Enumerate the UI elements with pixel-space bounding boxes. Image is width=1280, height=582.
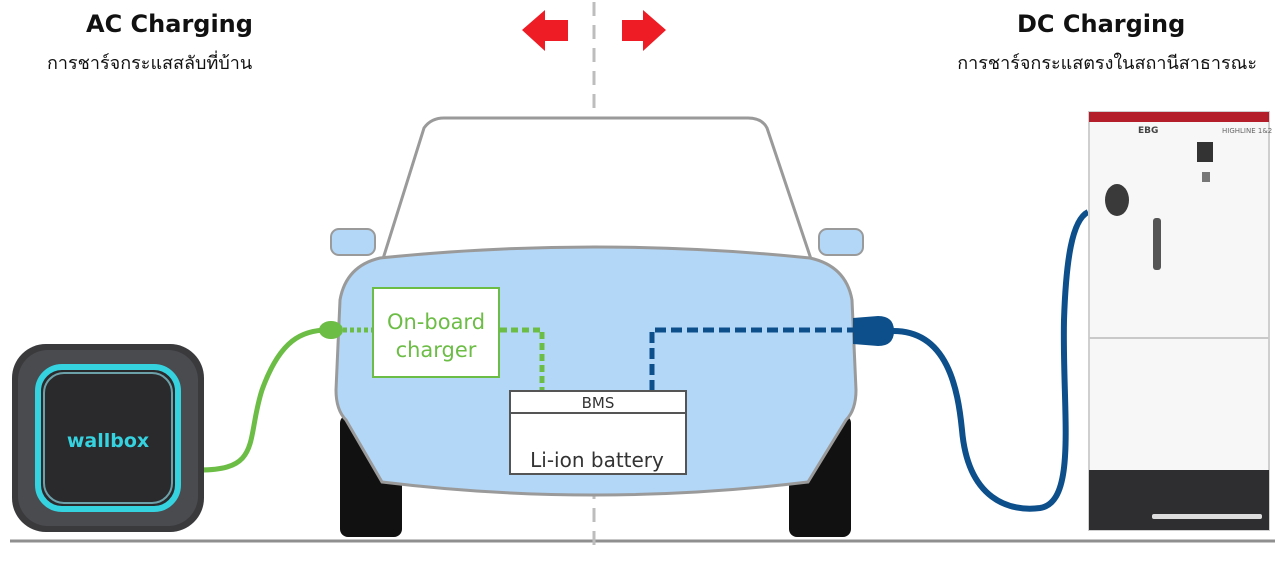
wallbox-charger: wallbox bbox=[12, 344, 204, 532]
car-cabin bbox=[380, 116, 814, 263]
left-mirror bbox=[330, 228, 376, 256]
dc-charging-station: EBG HIGHLINE 1&2 bbox=[1088, 111, 1272, 531]
dc-cable bbox=[891, 209, 1090, 512]
battery-pack bbox=[509, 390, 687, 475]
ac-cable bbox=[199, 327, 329, 473]
battery-label: Li-ion battery bbox=[530, 448, 664, 472]
dc-station-brand: EBG bbox=[1138, 126, 1158, 136]
dc-station-model: HIGHLINE 1&2 bbox=[1222, 127, 1272, 135]
left-arrow-icon bbox=[522, 10, 568, 51]
dc-plug bbox=[853, 316, 894, 346]
dc-charging-title: DC Charging bbox=[1017, 10, 1186, 38]
right-mirror bbox=[818, 228, 864, 256]
ac-charging-title: AC Charging bbox=[86, 10, 253, 38]
onboard-charger-box bbox=[372, 287, 500, 378]
ac-plug bbox=[319, 321, 343, 339]
bms-label: BMS bbox=[582, 394, 615, 412]
ac-charging-subtitle: การชาร์จกระแสสลับที่บ้าน bbox=[47, 53, 253, 74]
right-arrow-icon bbox=[622, 10, 666, 51]
onboard-charger-label-line1: On-board bbox=[387, 310, 485, 334]
dc-wire-to-battery bbox=[649, 327, 856, 391]
ac-wire-to-battery bbox=[500, 327, 545, 391]
wallbox-logo: wallbox bbox=[67, 430, 149, 452]
onboard-charger-label-line2: charger bbox=[396, 338, 477, 362]
dc-charging-subtitle: การชาร์จกระแสตรงในสถานีสาธารณะ bbox=[957, 53, 1257, 74]
